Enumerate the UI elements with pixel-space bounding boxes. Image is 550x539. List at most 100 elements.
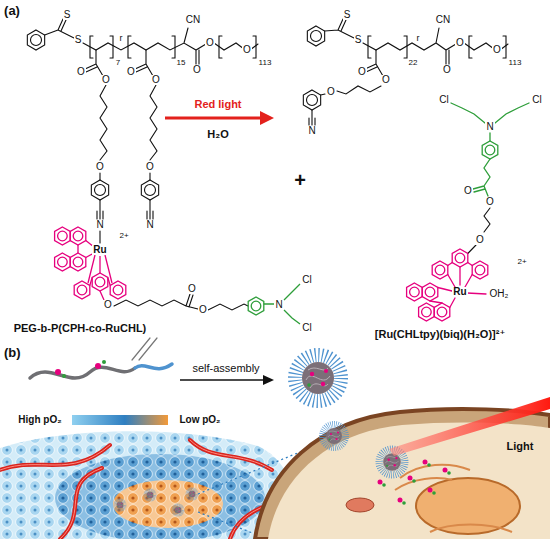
polymer-chain xyxy=(30,338,172,378)
atom-label: O xyxy=(151,75,161,85)
atom-label: O xyxy=(205,38,215,48)
process-label: self-assembly xyxy=(191,363,260,374)
atom-label: O xyxy=(145,162,155,172)
repeat-count: 113 xyxy=(258,59,273,67)
benzene-ring xyxy=(91,180,108,200)
arrow-shaft xyxy=(165,117,262,120)
arrow-head xyxy=(263,375,274,385)
light-beam xyxy=(389,397,550,456)
atom-label: O xyxy=(198,305,208,315)
panel-label: (a) xyxy=(3,4,21,17)
terpyridine-ring xyxy=(452,249,468,267)
cancer-cell xyxy=(255,397,550,539)
benzene-ring xyxy=(482,141,498,159)
ruthenium-dot xyxy=(55,369,61,375)
terpyridine-ring xyxy=(432,261,448,279)
link-lines xyxy=(132,338,157,360)
condition-label: H₂O xyxy=(206,129,229,140)
biquinoline-ring xyxy=(70,253,86,271)
atom-label: Cl xyxy=(301,275,312,285)
bond-lines xyxy=(45,19,258,64)
atom-label: OH₂ xyxy=(489,289,510,299)
bond-lines xyxy=(325,19,508,64)
biquinoline-ring xyxy=(422,283,438,301)
hypoxic-core xyxy=(113,480,223,528)
atom-label: O xyxy=(492,45,502,55)
atom-label: O xyxy=(192,65,202,75)
atom-label: Cl xyxy=(301,323,312,333)
benzene-ring xyxy=(27,30,44,50)
gradient-label: Low pO₂ xyxy=(178,415,221,425)
reactant-structure xyxy=(27,19,258,310)
atom-label: Ru xyxy=(92,245,107,255)
oxygen-gradient-bar xyxy=(72,415,168,425)
mustard-bonds xyxy=(451,103,529,196)
atom-label: O xyxy=(475,235,485,245)
atom-label: r xyxy=(416,34,421,43)
atom-label: N xyxy=(485,122,494,132)
peg-block xyxy=(135,364,172,369)
atom-label: N xyxy=(274,300,283,310)
terpyridine-ring xyxy=(472,261,488,279)
atom-label: O xyxy=(126,67,136,77)
terpyridine-ring xyxy=(110,281,126,299)
charge-label: 2+ xyxy=(118,232,129,240)
hypoxic-region xyxy=(55,454,265,539)
released-drugs xyxy=(378,460,451,505)
atom-label: O xyxy=(242,45,252,55)
atom-label: S xyxy=(343,10,352,20)
repeat-count: 113 xyxy=(508,59,523,67)
repeat-count: 22 xyxy=(408,59,419,67)
atom-label: N xyxy=(307,126,316,136)
biquinoline-ring xyxy=(70,227,86,245)
tumour-tissue xyxy=(0,415,300,539)
reaction-arrow xyxy=(165,111,274,125)
terpyridine-ring xyxy=(92,273,108,291)
benzene-ring xyxy=(307,26,324,46)
repeat-count: 7 xyxy=(115,59,121,67)
mustard-bonds xyxy=(264,284,300,324)
endoplasmic-reticulum xyxy=(395,465,512,532)
biquinoline-ring xyxy=(419,303,435,321)
ruthenium-ligands xyxy=(55,227,126,300)
cytoplasm xyxy=(268,422,550,539)
micelle xyxy=(173,505,183,515)
biquinoline-ring xyxy=(55,227,71,245)
atom-label: O xyxy=(76,67,86,77)
cell-membrane xyxy=(255,409,550,539)
atom-label: N xyxy=(145,220,154,230)
benzene-ring xyxy=(141,180,158,200)
nucleus xyxy=(416,478,520,534)
atom-label: O xyxy=(357,67,367,77)
micelle xyxy=(295,355,341,401)
pendant-bonds xyxy=(309,50,383,125)
blood-vessel xyxy=(0,440,286,539)
gradient-label: High pO₂ xyxy=(17,415,62,425)
atom-label: O xyxy=(103,300,113,310)
ruthenium-complex xyxy=(407,103,529,321)
benzene-ring xyxy=(303,90,320,110)
micelle xyxy=(145,490,155,500)
drug-dot xyxy=(102,360,106,364)
atom-label: Cl xyxy=(438,95,449,105)
atom-label: r xyxy=(119,34,124,43)
biquinoline-ring xyxy=(55,253,71,271)
vessel-highlight xyxy=(0,440,286,539)
plus-sign: + xyxy=(293,170,307,190)
atom-label: CN xyxy=(435,15,451,25)
panel-label: (b) xyxy=(3,346,22,359)
atom-label: O xyxy=(455,38,465,48)
product-polymer xyxy=(303,19,508,125)
arrow-head xyxy=(260,111,274,125)
atom-label: O xyxy=(326,87,336,97)
charge-label: 2+ xyxy=(516,258,527,266)
atom-label: CN xyxy=(185,15,201,25)
condition-label: Red light xyxy=(193,99,242,110)
coordination-bonds xyxy=(430,263,486,308)
atom-label: Ru xyxy=(452,287,467,297)
arrow-shaft xyxy=(180,379,264,381)
atom-label: S xyxy=(74,35,83,45)
